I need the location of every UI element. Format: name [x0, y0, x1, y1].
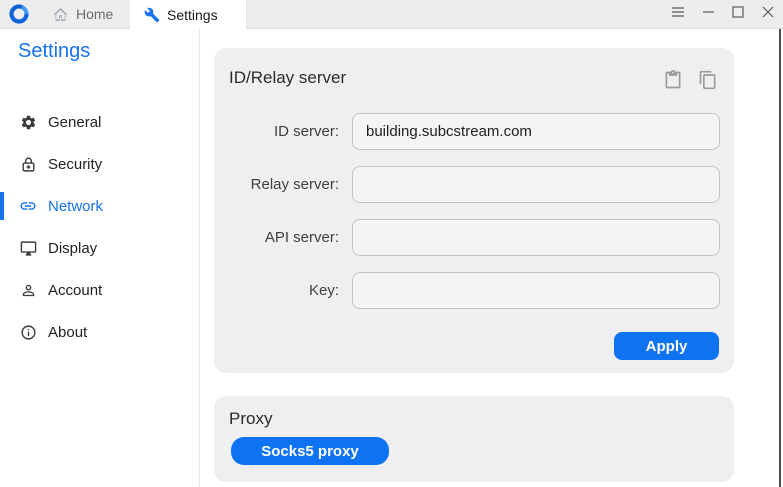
- relay-server-label: Relay server:: [250, 176, 339, 193]
- person-icon: [19, 281, 37, 299]
- sidebar-item-label: General: [48, 113, 102, 131]
- home-icon: [52, 6, 69, 23]
- paste-icon[interactable]: [663, 70, 683, 90]
- settings-content: ID/Relay server: [200, 29, 783, 487]
- close-icon: [762, 5, 774, 23]
- apply-button[interactable]: Apply: [614, 332, 719, 360]
- rustdesk-logo: [0, 0, 38, 28]
- relay-server-input[interactable]: [352, 166, 720, 203]
- form-row: API server:: [214, 219, 734, 256]
- sidebar-item-label: Display: [48, 239, 98, 257]
- link-icon: [19, 197, 37, 215]
- proxy-title: Proxy: [229, 409, 273, 428]
- titlebar: Home Settings: [0, 0, 783, 29]
- sidebar-item-about[interactable]: About: [0, 311, 199, 353]
- proxy-card: Proxy Socks5 proxy: [214, 396, 734, 482]
- close-button[interactable]: [753, 0, 783, 28]
- sidebar-item-display[interactable]: Display: [0, 227, 199, 269]
- sidebar-item-security[interactable]: Security: [0, 143, 199, 185]
- sidebar-item-label: About: [48, 323, 88, 341]
- wrench-icon: [144, 7, 160, 23]
- api-server-label: API server:: [264, 229, 339, 246]
- menu-button[interactable]: [663, 0, 693, 28]
- settings-sidebar: Settings General: [0, 29, 200, 487]
- tab-settings-label: Settings: [167, 6, 218, 23]
- form-row: ID server:: [214, 113, 734, 150]
- server-form: ID server: Relay server: API server: Key…: [214, 113, 734, 309]
- socks5-proxy-button[interactable]: Socks5 proxy: [231, 437, 389, 465]
- sidebar-item-label: Network: [48, 197, 104, 215]
- sidebar-nav: General Security: [0, 101, 199, 353]
- monitor-icon: [19, 239, 37, 257]
- page-title: Settings: [18, 40, 91, 62]
- sidebar-item-label: Account: [48, 281, 103, 299]
- info-icon: [19, 323, 37, 341]
- maximize-button[interactable]: [723, 0, 753, 28]
- vertical-scrollbar[interactable]: [779, 29, 781, 487]
- gear-icon: [19, 113, 37, 131]
- sidebar-item-general[interactable]: General: [0, 101, 199, 143]
- hamburger-icon: [671, 5, 685, 23]
- sidebar-item-network[interactable]: Network: [0, 185, 199, 227]
- card-title: ID/Relay server: [229, 68, 347, 87]
- tab-home[interactable]: Home: [38, 0, 130, 28]
- tab-settings[interactable]: Settings: [130, 0, 247, 29]
- api-server-input[interactable]: [352, 219, 720, 256]
- copy-icon[interactable]: [698, 70, 718, 90]
- id-server-label: ID server:: [273, 123, 339, 140]
- tab-home-label: Home: [76, 6, 114, 22]
- lock-icon: [19, 155, 37, 173]
- id-server-input[interactable]: [352, 113, 720, 150]
- id-relay-server-card: ID/Relay server: [214, 48, 734, 373]
- minimize-icon: [702, 5, 715, 23]
- form-row: Relay server:: [214, 166, 734, 203]
- sidebar-item-label: Security: [48, 155, 103, 173]
- key-label: Key:: [308, 282, 339, 299]
- key-input[interactable]: [352, 272, 720, 309]
- minimize-button[interactable]: [693, 0, 723, 28]
- form-row: Key:: [214, 272, 734, 309]
- maximize-icon: [732, 5, 744, 23]
- sidebar-item-account[interactable]: Account: [0, 269, 199, 311]
